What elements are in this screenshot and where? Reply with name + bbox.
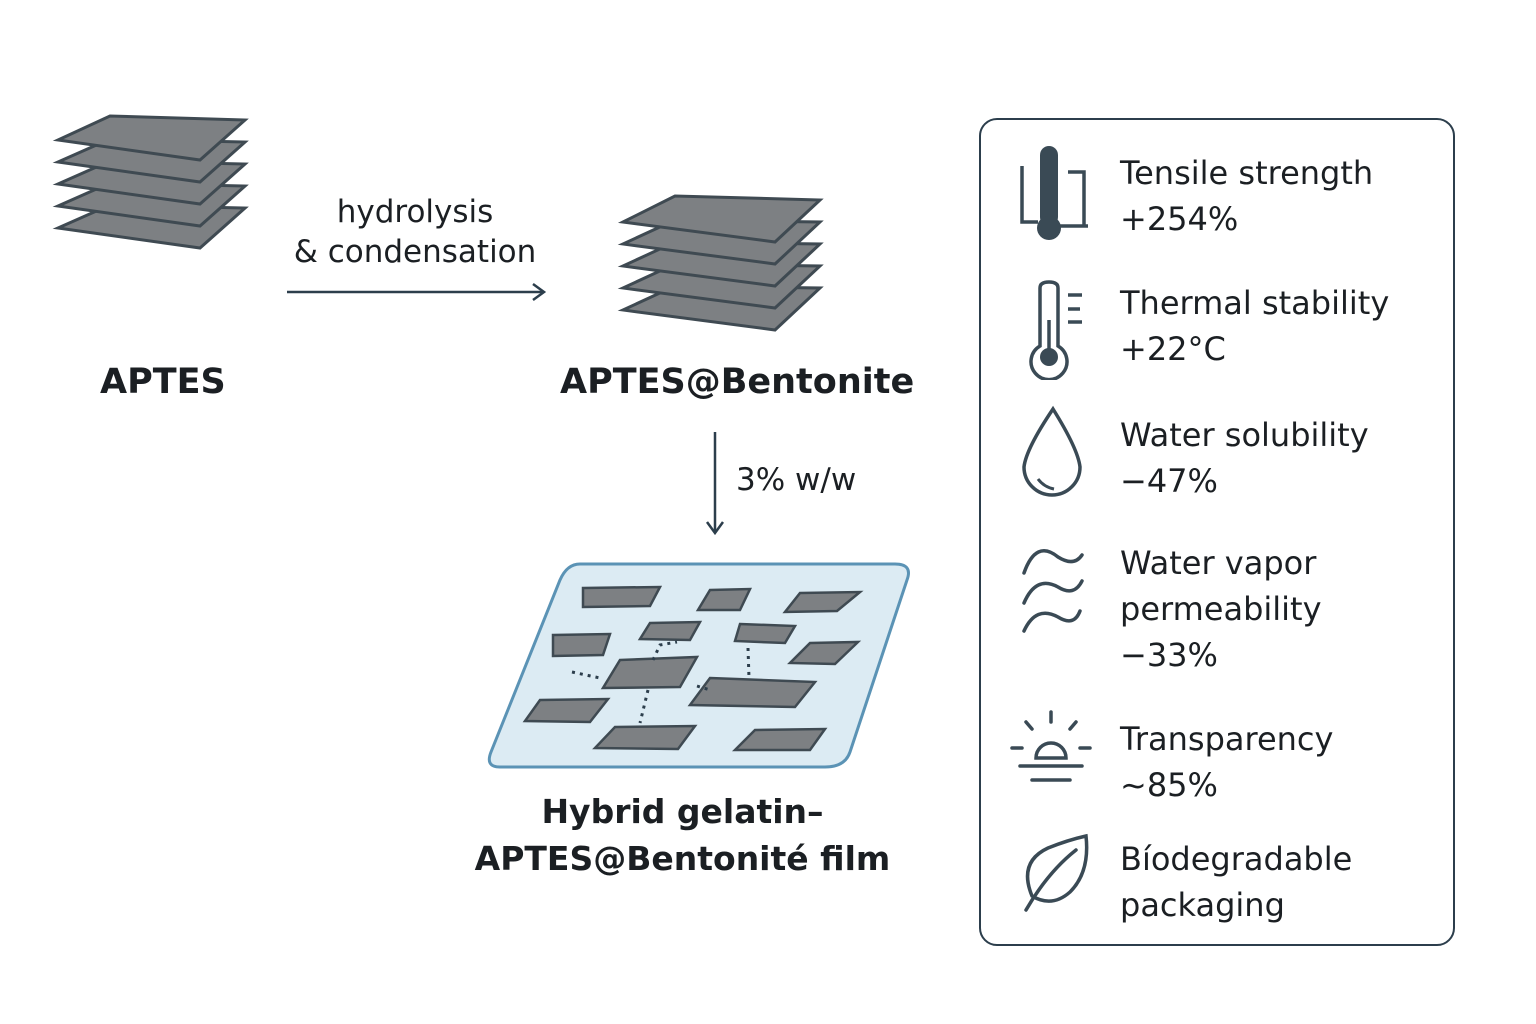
property-thermal: Thermal stability +22°C	[1120, 280, 1389, 372]
property-name-line1: Water vapor	[1120, 544, 1317, 582]
film-label: Hybrid gelatin– APTES@Bentonité film	[460, 788, 905, 882]
leaf-icon	[1024, 833, 1089, 912]
product-label: APTES@Bentonite	[560, 362, 915, 402]
properties-panel	[979, 118, 1455, 946]
sun-icon	[1010, 710, 1092, 782]
property-name: Thermal stability	[1120, 284, 1390, 322]
property-name: Water solubility	[1120, 416, 1369, 454]
step2-label: 3% w/w	[736, 462, 857, 498]
property-tensile: Tensile strength +254%	[1120, 150, 1373, 242]
right-arrow-icon	[287, 282, 547, 302]
thermometer-icon	[1029, 280, 1082, 380]
tensile-icon	[1020, 146, 1088, 240]
property-name: Transparency	[1120, 720, 1334, 758]
property-name-line2: permeability	[1120, 590, 1322, 628]
step1-line1: hydrolysis	[336, 194, 494, 230]
property-name-line2: packaging	[1120, 886, 1285, 924]
aptes-clay-stack-icon	[52, 114, 249, 250]
aptes-label: APTES	[100, 362, 226, 402]
property-value: −47%	[1120, 462, 1218, 500]
property-name: Tensile strength	[1120, 154, 1374, 192]
property-biodegradable: Bíodegradable packaging	[1120, 836, 1352, 928]
property-value: ~85%	[1120, 766, 1218, 804]
film-label-line1: Hybrid gelatin–	[541, 792, 824, 831]
step1-label: hydrolysis & condensation	[280, 192, 550, 272]
property-value: +254%	[1120, 200, 1239, 238]
property-name-line1: Bíodegradable	[1120, 840, 1353, 878]
bentonite-clay-stack-icon	[617, 194, 824, 332]
droplet-icon	[1022, 405, 1082, 497]
hybrid-film-illustration	[487, 562, 910, 769]
step1-line2: & condensation	[293, 234, 537, 270]
property-value: +22°C	[1120, 330, 1226, 368]
film-label-line2: APTES@Bentonité film	[474, 839, 891, 878]
down-arrow-icon	[705, 432, 725, 536]
property-solubility: Water solubility −47%	[1120, 412, 1369, 504]
property-transparency: Transparency ~85%	[1120, 716, 1333, 808]
property-value: −33%	[1120, 636, 1218, 674]
property-vapor-permeability: Water vapor permeability −33%	[1120, 540, 1322, 678]
vapor-icon	[1022, 549, 1084, 633]
